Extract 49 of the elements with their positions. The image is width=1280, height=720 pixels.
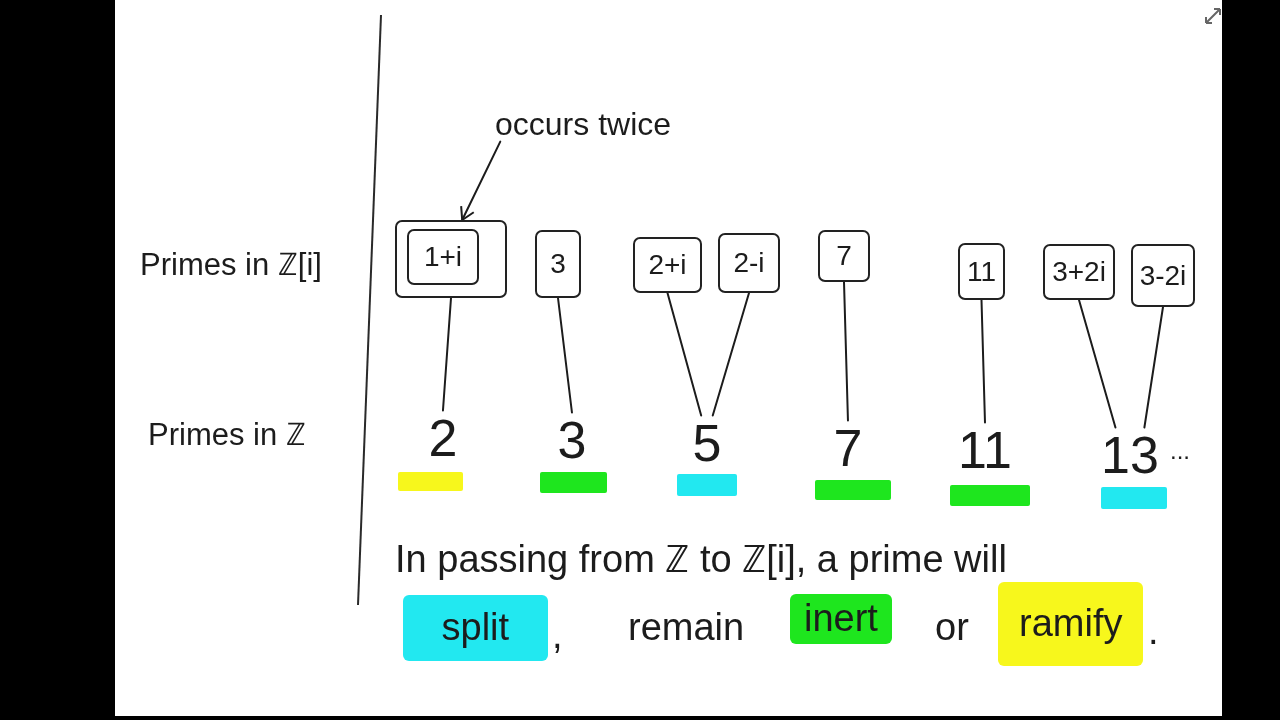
sentence-word: or — [935, 608, 969, 648]
legend-label: ramify — [1019, 604, 1123, 644]
highlight-bar — [815, 480, 891, 500]
connector-line — [666, 292, 703, 417]
box-label: 7 — [836, 241, 852, 271]
prime-box — [1043, 244, 1115, 300]
connector-line — [1078, 299, 1117, 429]
highlight-bar — [540, 472, 607, 493]
arrow — [460, 140, 502, 221]
prime-box — [1131, 244, 1195, 307]
double-box — [395, 220, 507, 298]
legend-label: split — [441, 608, 510, 648]
prime-box — [535, 230, 581, 298]
connector-line — [1143, 306, 1164, 429]
legend-label: inert — [804, 599, 878, 639]
connector-line — [557, 297, 573, 414]
ellipsis-text: ... — [1170, 437, 1190, 463]
prime-box — [633, 237, 702, 293]
box-label: 11 — [966, 256, 997, 287]
highlight-bar — [950, 485, 1030, 506]
prime-box — [718, 233, 780, 293]
prime-number: 2 — [428, 410, 458, 466]
punctuation-mark: . — [1148, 612, 1159, 652]
connector-line — [980, 299, 986, 424]
prime-number: 5 — [692, 415, 722, 471]
prime-box — [958, 243, 1005, 300]
highlight-bar — [677, 474, 737, 496]
annotation-text: occurs twice — [495, 108, 672, 142]
prime-number: 3 — [557, 412, 587, 468]
row-label: Primes in ℤ[i] — [140, 248, 322, 282]
prime-number: 7 — [833, 420, 863, 476]
box-label: 2+i — [648, 250, 687, 280]
connector-line — [711, 292, 750, 417]
connector-line — [441, 297, 452, 412]
prime-number: 11 — [958, 422, 1012, 478]
sentence-text: In passing from ℤ to ℤ[i], a prime will — [395, 540, 1007, 580]
sentence-word: remain — [628, 608, 745, 648]
box-label: 3-2i — [1139, 260, 1187, 291]
box-label: 3+2i — [1052, 257, 1106, 287]
highlight-bar — [1101, 487, 1167, 509]
punctuation-mark: , — [552, 616, 563, 656]
row-label: Primes in ℤ — [148, 418, 306, 452]
box-label: 3 — [550, 249, 566, 279]
connector-line — [843, 281, 849, 422]
highlight-bar — [398, 472, 463, 491]
box-label: 2-i — [733, 248, 765, 278]
prime-box — [818, 230, 870, 282]
prime-number: 13 — [1101, 427, 1159, 483]
box-label: 1+i — [423, 242, 463, 272]
